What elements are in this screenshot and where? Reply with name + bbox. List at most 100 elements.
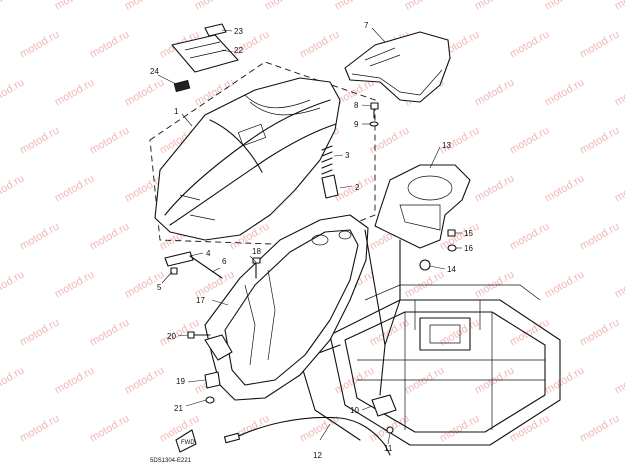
fwd-label: FWD (181, 440, 195, 446)
watermark-layer: motod.ru motod.ru motod.ru motod.ru motod.ru… (0, 0, 625, 445)
callout-3: 3 (345, 151, 350, 160)
callout-23: 23 (234, 27, 243, 36)
watermark-text: motod.ru (123, 364, 167, 396)
watermark-text: motod.ru (473, 172, 517, 204)
watermark-text: motod.ru (88, 28, 132, 60)
callout-10: 10 (350, 406, 359, 415)
watermark-text: motod.ru (543, 0, 587, 13)
hinge-plate (171, 23, 239, 93)
callout-20: 20 (167, 332, 176, 341)
callout-7: 7 (364, 21, 369, 30)
watermark-text: motod.ru (88, 124, 132, 156)
watermark-text: motod.ru (578, 220, 622, 252)
watermark-text: motod.ru (88, 412, 132, 444)
watermark-text: motod.ru (438, 316, 482, 348)
watermark-text: motod.ru (543, 364, 587, 396)
watermark-text: motod.ru (438, 412, 482, 444)
callout-5: 5 (157, 283, 162, 292)
callout-11: 11 (384, 444, 393, 453)
callout-13: 13 (442, 141, 451, 150)
watermark-text: motod.ru (613, 0, 625, 13)
callout-24: 24 (150, 67, 159, 76)
callout-15: 15 (464, 229, 473, 238)
watermark-text: motod.ru (0, 268, 26, 300)
watermark-text: motod.ru (578, 412, 622, 444)
watermark-text: motod.ru (123, 0, 167, 13)
callout-19: 19 (176, 377, 185, 386)
seat-assembly-boundary (149, 61, 376, 246)
watermark-text: motod.ru (613, 364, 625, 396)
main-seat (154, 77, 341, 241)
watermark-text: motod.ru (473, 268, 517, 300)
watermark-text: motod.ru (18, 220, 62, 252)
callout-6: 6 (222, 257, 227, 266)
watermark-text: motod.ru (0, 0, 26, 13)
rear-seat-cover (344, 31, 451, 103)
callout-2: 2 (355, 183, 360, 192)
seat-spring (321, 145, 339, 199)
watermark-text: motod.ru (18, 28, 62, 60)
callout-17: 17 (196, 296, 205, 305)
watermark-text: motod.ru (613, 268, 625, 300)
watermark-text: motod.ru (578, 28, 622, 60)
watermark-text: motod.ru (403, 268, 447, 300)
watermark-text: motod.ru (158, 316, 202, 348)
watermark-text: motod.ru (473, 76, 517, 108)
watermark-text: motod.ru (53, 0, 97, 13)
watermark-text: motod.ru (473, 364, 517, 396)
watermark-text: motod.ru (18, 412, 62, 444)
callout-1: 1 (174, 107, 179, 116)
watermark-text: motod.ru (53, 364, 97, 396)
callout-21: 21 (174, 404, 183, 413)
callout-9: 9 (354, 120, 359, 129)
watermark-text: motod.ru (508, 220, 552, 252)
callout-12: 12 (313, 451, 322, 460)
callout-8: 8 (354, 101, 359, 110)
watermark-text: motod.ru (473, 0, 517, 13)
callout-14: 14 (447, 265, 456, 274)
watermark-text: motod.ru (508, 316, 552, 348)
watermark-text: motod.ru (508, 28, 552, 60)
callout-18: 18 (252, 247, 261, 256)
diagram-code: 5DS1304-E221 (150, 458, 192, 464)
watermark-text: motod.ru (53, 268, 97, 300)
watermark-text: motod.ru (368, 124, 412, 156)
watermark-text: motod.ru (403, 364, 447, 396)
hinge-pin (164, 251, 223, 279)
watermark-text: motod.ru (0, 76, 26, 108)
bolt-8-9 (369, 102, 379, 127)
watermark-text: motod.ru (578, 124, 622, 156)
callout-16: 16 (464, 244, 473, 253)
storage-box (204, 214, 369, 401)
watermark-text: motod.ru (18, 124, 62, 156)
watermark-text: motod.ru (18, 316, 62, 348)
watermark-text: motod.ru (0, 364, 26, 396)
watermark-text: motod.ru (613, 172, 625, 204)
watermark-text: motod.ru (508, 412, 552, 444)
callout-4: 4 (206, 249, 211, 258)
watermark-text: motod.ru (263, 0, 307, 13)
latch-rod (379, 239, 401, 396)
watermark-text: motod.ru (613, 76, 625, 108)
watermark-text: motod.ru (508, 124, 552, 156)
seat-lock-cable (223, 416, 391, 456)
watermark-text: motod.ru (543, 76, 587, 108)
callouts: 1 2 3 4 5 6 7 8 9 10 11 12 13 14 15 16 1 (150, 21, 473, 460)
watermark-text: motod.ru (88, 220, 132, 252)
callout-22: 22 (234, 46, 243, 55)
tail-housing (374, 164, 471, 271)
watermark-text: motod.ru (578, 316, 622, 348)
watermark-text: motod.ru (543, 172, 587, 204)
latch-rod-2 (364, 229, 386, 346)
watermark-text: motod.ru (123, 76, 167, 108)
watermark-text: motod.ru (88, 316, 132, 348)
watermark-text: motod.ru (543, 268, 587, 300)
watermark-text: motod.ru (298, 28, 342, 60)
watermark-text: motod.ru (193, 0, 237, 13)
watermark-text: motod.ru (403, 0, 447, 13)
watermark-text: motod.ru (53, 76, 97, 108)
seat-lock (187, 257, 397, 434)
watermark-text: motod.ru (0, 172, 26, 204)
